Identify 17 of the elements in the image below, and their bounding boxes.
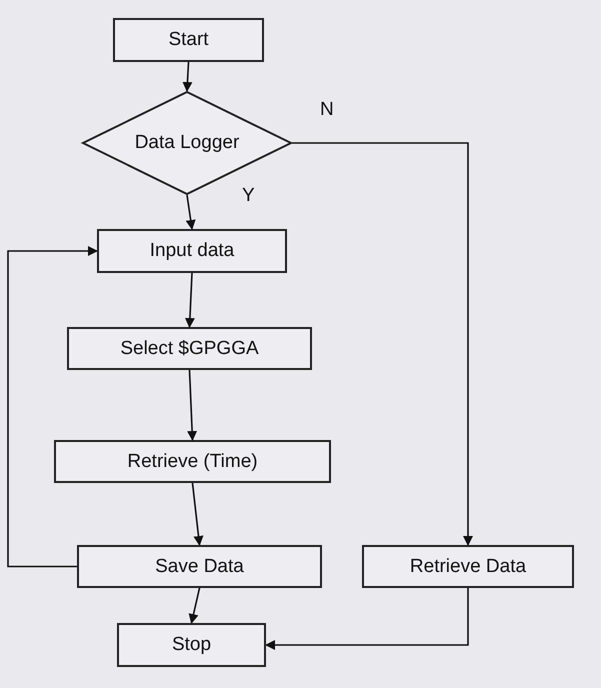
terminal-box: Stop <box>117 623 266 667</box>
terminal-box: Start <box>113 18 264 62</box>
arrow <box>187 370 198 441</box>
process-box: Save Data <box>77 545 322 588</box>
process-box: Select $GPGGA <box>67 327 312 370</box>
arrow <box>192 482 204 546</box>
arrow <box>184 272 195 328</box>
arrow <box>292 142 473 546</box>
arrow <box>7 246 98 568</box>
arrow <box>182 62 192 92</box>
process-box: Retrieve Data <box>362 545 574 588</box>
decision-label: Data Logger <box>134 132 240 154</box>
process-box: Retrieve (Time) <box>54 440 331 483</box>
arrow <box>186 194 196 230</box>
arrow <box>265 588 469 650</box>
process-box: Input data <box>97 229 287 273</box>
arrow <box>188 588 200 624</box>
